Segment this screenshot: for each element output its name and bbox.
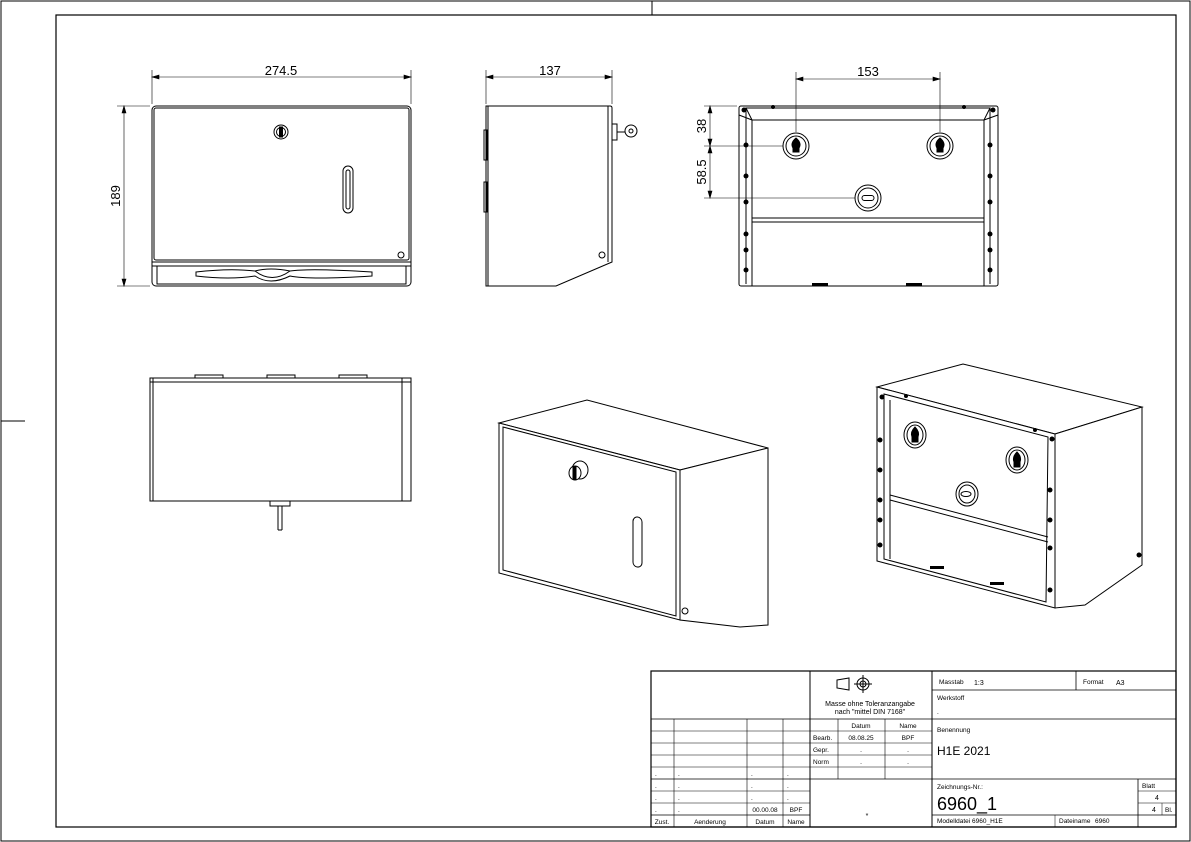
model-file-value: 6960_H1E <box>972 818 1003 825</box>
iso-back-view <box>875 363 1144 609</box>
row-bearb-label: Bearb. <box>813 735 832 742</box>
rev-dot: . <box>655 795 657 802</box>
rev-col-zust: Zust. <box>655 819 670 826</box>
rev-dot: . <box>751 771 753 778</box>
drawing-number-value: 6960_1 <box>937 794 997 815</box>
model-file-label: Modelldatei <box>937 818 970 825</box>
rev-dot: . <box>678 783 680 790</box>
dim-front-height: 189 <box>108 185 123 207</box>
data-name-label: Dateiname <box>1059 818 1091 825</box>
tolerance-note-line1: Masse ohne Toleranzangabe <box>825 701 915 708</box>
rev-col-name: Name <box>787 819 805 826</box>
rev-dot: . <box>655 771 657 778</box>
gepr-date: . <box>860 747 862 754</box>
iso-front-view <box>497 399 769 628</box>
col-date-header: Datum <box>851 723 870 730</box>
rev-dot: . <box>751 795 753 802</box>
sheet-value: 4 <box>1155 795 1159 802</box>
rev-col-aenderung: Aenderung <box>694 819 726 826</box>
sheets-total-unit: Bl. <box>1165 807 1173 814</box>
title-block-text: Masse ohne Toleranzangabe nach "mittel D… <box>655 679 1173 826</box>
title-block <box>650 670 1177 828</box>
rev-dot: . <box>787 795 789 802</box>
scale-value: 1:3 <box>974 680 984 687</box>
rev-last-name: BPF <box>790 807 803 814</box>
sheets-total-value: 4 <box>1152 807 1156 814</box>
tolerance-note-line2: nach "mittel DIN 7168" <box>835 709 906 716</box>
dim-side-depth: 137 <box>539 63 561 78</box>
norm-name: . <box>907 759 909 766</box>
rev-dot: . <box>678 795 680 802</box>
rev-col-datum: Datum <box>755 819 774 826</box>
rev-dot: . <box>678 807 680 814</box>
name-label: Benennung <box>937 727 971 734</box>
norm-date: . <box>860 759 862 766</box>
data-name-value: 6960 <box>1095 818 1110 825</box>
dim-front-width: 274.5 <box>265 63 298 78</box>
rev-dot: . <box>655 807 657 814</box>
material-label: Werkstoff <box>937 695 964 702</box>
dim-back-top-offset: 38 <box>694 119 709 133</box>
drawing-number-label: Zeichnungs-Nr.: <box>937 784 983 791</box>
gepr-name: . <box>907 747 909 754</box>
front-dimensions <box>117 70 413 288</box>
scale-label: Masstab <box>939 679 964 686</box>
front-view <box>151 105 412 287</box>
rev-dot: . <box>787 771 789 778</box>
bearb-date: 08.08.25 <box>848 735 874 742</box>
name-value: H1E 2021 <box>937 744 991 758</box>
rev-last-date: 00.00.08 <box>752 807 778 814</box>
screw-icon <box>397 251 405 259</box>
back-dimensions <box>704 72 942 200</box>
top-view <box>149 374 412 531</box>
side-view <box>483 105 638 287</box>
sheet-label: Blatt <box>1142 783 1155 790</box>
rev-dot: . <box>655 783 657 790</box>
dim-back-hole-spacing: 153 <box>857 64 879 79</box>
col-name-header: Name <box>899 723 917 730</box>
format-value: A3 <box>1116 680 1125 687</box>
rev-dot: . <box>751 783 753 790</box>
side-dimensions <box>484 70 614 104</box>
dim-back-vertical-spacing: 58.5 <box>694 159 709 184</box>
bearb-name: BPF <box>902 735 915 742</box>
back-view <box>738 105 999 287</box>
row-norm-label: Norm <box>813 759 829 766</box>
star-mark: * <box>866 813 869 820</box>
projection-symbol-icon <box>836 675 872 693</box>
material-value: . <box>937 709 939 716</box>
rev-dot: . <box>787 783 789 790</box>
format-label: Format <box>1083 679 1104 686</box>
rev-dot: . <box>678 771 680 778</box>
row-gepr-label: Gepr. <box>813 747 829 754</box>
